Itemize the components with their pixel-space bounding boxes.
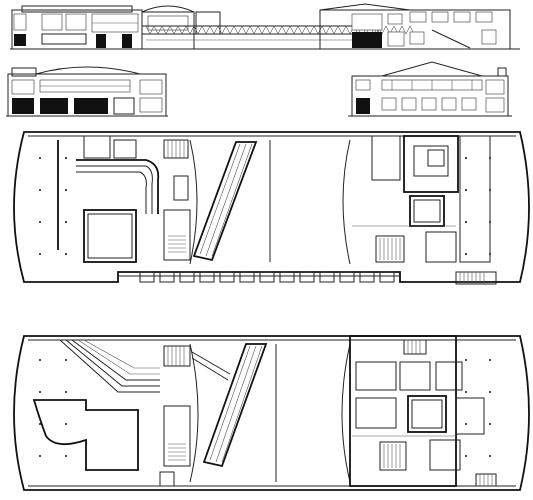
ramp: [192, 141, 258, 262]
north-elevation: [10, 3, 520, 50]
ramp-upper: [191, 343, 268, 468]
column-grid-upper: [39, 359, 491, 457]
ground-floor-plan: [13, 131, 530, 285]
arcade-columns: [139, 271, 395, 283]
south-elevation: [6, 66, 168, 117]
upper-floor-plan: [13, 335, 530, 491]
east-elevation: [348, 61, 512, 117]
